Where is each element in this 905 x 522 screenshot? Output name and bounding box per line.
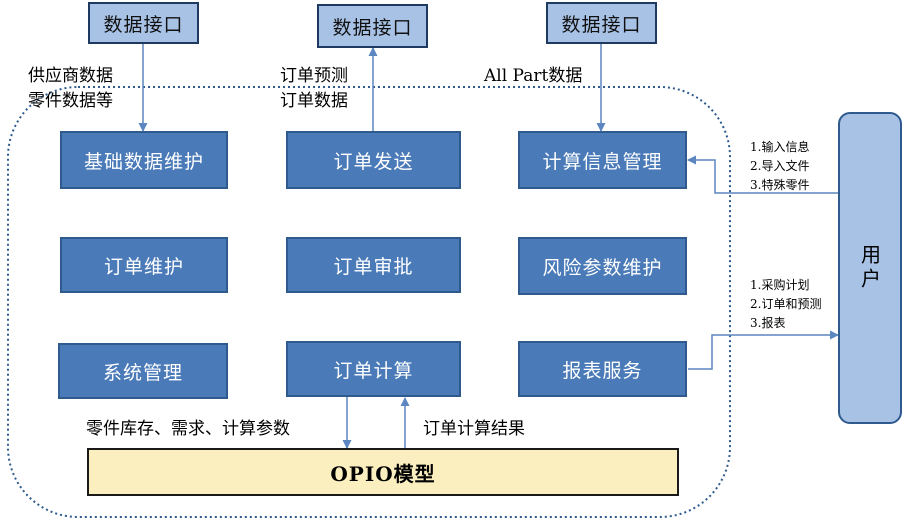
module-calc-info[interactable]: 计算信息管理 [518, 131, 687, 189]
user-output-2: 2.订单和预测 [750, 297, 822, 311]
label-order-forecast: 订单预测 [280, 66, 348, 86]
module-order-calculation[interactable]: 订单计算 [286, 341, 461, 397]
label-calc-results: 订单计算结果 [423, 419, 525, 439]
label-all-part-data: All Part数据 [484, 66, 583, 86]
label-parts-data: 零件数据等 [28, 91, 113, 111]
user-input-2: 2.导入文件 [750, 159, 810, 173]
user-output-3: 3.报表 [750, 316, 786, 330]
module-order-send[interactable]: 订单发送 [286, 131, 461, 189]
module-system-management[interactable]: 系统管理 [58, 343, 228, 399]
arrow-user-to-calc-info [687, 155, 839, 194]
arrow-report-to-user [688, 330, 839, 370]
data-interface-1[interactable]: 数据接口 [88, 2, 199, 44]
label-calc-inputs: 零件库存、需求、计算参数 [86, 419, 290, 439]
user-input-1: 1.输入信息 [750, 140, 810, 154]
module-order-maintenance[interactable]: 订单维护 [60, 237, 228, 293]
data-interface-3[interactable]: 数据接口 [546, 2, 657, 44]
module-order-approval[interactable]: 订单审批 [286, 237, 461, 293]
user-output-1: 1.采购计划 [750, 278, 810, 292]
opio-model[interactable]: OPIO模型 [87, 448, 679, 496]
system-boundary [7, 86, 731, 518]
user-label: 用户 [857, 244, 882, 292]
label-order-data: 订单数据 [280, 91, 348, 111]
user-actor[interactable]: 用户 [838, 112, 902, 424]
label-supplier-data: 供应商数据 [28, 66, 113, 86]
user-input-3: 3.特殊零件 [750, 178, 810, 192]
module-report-service[interactable]: 报表服务 [518, 341, 687, 397]
module-risk-parameters[interactable]: 风险参数维护 [518, 237, 687, 295]
data-interface-2[interactable]: 数据接口 [317, 4, 428, 48]
module-basic-data[interactable]: 基础数据维护 [60, 131, 228, 189]
